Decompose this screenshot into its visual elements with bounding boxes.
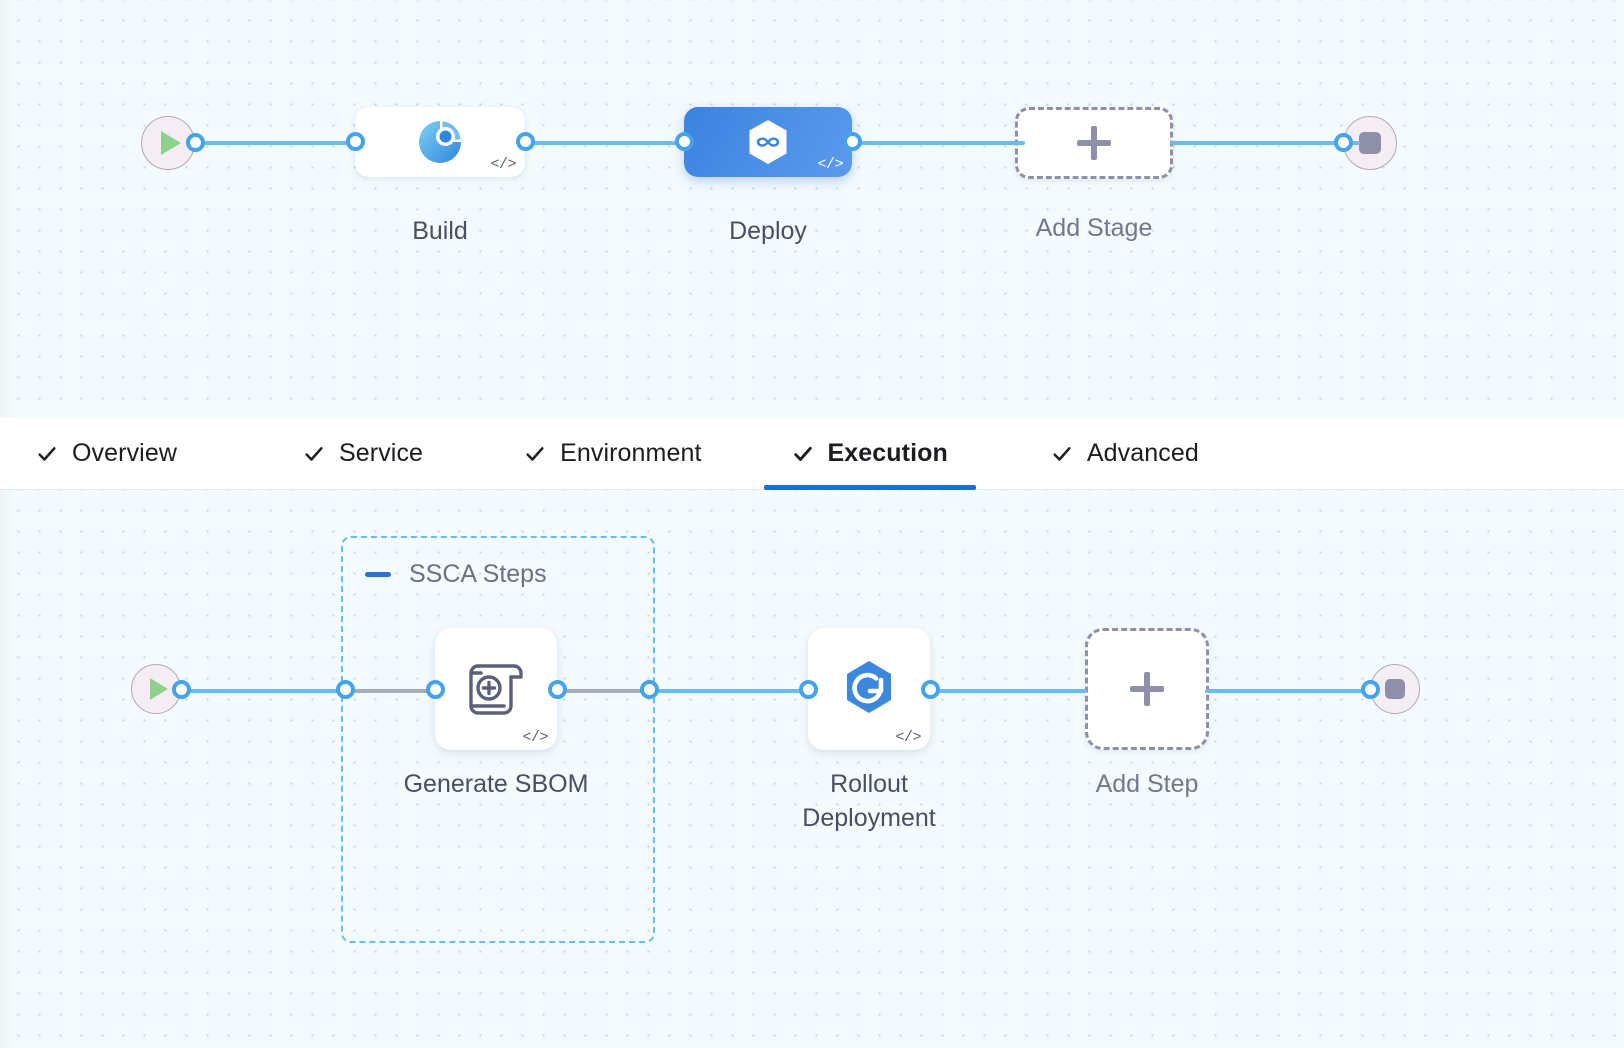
add-stage-button[interactable]: Add Stage: [1015, 107, 1173, 242]
edge-addstep-to-end: [1205, 689, 1370, 693]
execution-start-node[interactable]: [131, 664, 191, 714]
tab-execution[interactable]: Execution: [763, 418, 977, 490]
tab-label-overview: Overview: [72, 439, 177, 467]
execution-end-node[interactable]: [1361, 664, 1420, 714]
end-input-port[interactable]: [1334, 133, 1353, 152]
edge-group-to-sbom: [348, 689, 434, 693]
plus-icon: [1077, 126, 1111, 160]
stage-label-deploy: Deploy: [729, 217, 807, 245]
step-label-generate-sbom: Generate SBOM: [403, 770, 589, 798]
tab-label-execution: Execution: [827, 439, 948, 467]
rollout-hexagon-icon: [847, 661, 891, 713]
group-entry-port[interactable]: [336, 680, 355, 699]
tab-advanced[interactable]: Advanced: [1047, 418, 1203, 490]
canvas-left-shade: [0, 490, 16, 1048]
code-badge-rollout[interactable]: </>: [895, 729, 921, 746]
add-step-label: Add Step: [1095, 770, 1199, 798]
group-exit-port[interactable]: [640, 680, 659, 699]
stage-label-build: Build: [412, 217, 468, 245]
execution-start-output-port[interactable]: [172, 680, 191, 699]
rollout-output-port[interactable]: [921, 680, 940, 699]
rollout-input-port[interactable]: [799, 680, 818, 699]
start-output-port[interactable]: [186, 133, 205, 152]
edge-deploy-to-addstage: [845, 141, 1025, 145]
tab-label-service: Service: [339, 439, 424, 467]
check-icon: [305, 446, 323, 461]
sbom-scroll-plus-icon: [469, 664, 523, 715]
canvas-left-shade: [0, 0, 16, 418]
tab-environment[interactable]: Environment: [520, 418, 705, 490]
step-card-generate-sbom[interactable]: </> Generate SBOM: [404, 628, 588, 798]
edge-start-to-group: [180, 689, 345, 693]
stage-canvas[interactable]: </> Build </> Deploy Add Stage: [0, 0, 1624, 418]
tab-overview[interactable]: Overview: [32, 418, 181, 490]
tab-label-advanced: Advanced: [1086, 439, 1199, 467]
check-icon: [38, 446, 56, 461]
edge-addstage-to-end: [1170, 141, 1360, 145]
add-step-button[interactable]: Add Step: [1085, 628, 1209, 798]
stage-config-tabs[interactable]: Overview Service Environment Execution A…: [0, 418, 1624, 490]
deploy-input-port[interactable]: [675, 132, 694, 151]
edge-group-to-rollout: [650, 689, 810, 693]
harness-infinity-icon: [749, 120, 787, 164]
stage-card-build[interactable]: </> Build: [346, 107, 535, 245]
minus-icon[interactable]: [365, 572, 391, 577]
stage-start-node[interactable]: [141, 116, 205, 170]
build-input-port[interactable]: [346, 132, 365, 151]
check-icon: [526, 446, 544, 461]
check-icon: [1053, 446, 1071, 461]
build-output-port[interactable]: [516, 132, 535, 151]
edge-rollout-to-addstep: [927, 689, 1087, 693]
edge-build-to-deploy: [518, 141, 688, 145]
check-icon: [793, 446, 812, 461]
code-badge-build[interactable]: </>: [490, 156, 516, 173]
deploy-output-port[interactable]: [843, 132, 862, 151]
plus-icon: [1130, 672, 1164, 706]
step-card-rollout-deployment[interactable]: </> Rollout Deployment: [799, 628, 940, 832]
code-badge-deploy[interactable]: </>: [817, 156, 843, 173]
build-pie-icon: [419, 121, 461, 163]
sbom-output-port[interactable]: [548, 680, 567, 699]
edge-start-to-build: [190, 141, 360, 145]
stop-icon: [1343, 116, 1397, 170]
code-badge-sbom[interactable]: </>: [522, 729, 548, 746]
execution-canvas[interactable]: SSCA Steps: [0, 490, 1624, 1048]
tab-label-environment: Environment: [560, 439, 702, 467]
edge-sbom-to-groupexit: [560, 689, 648, 693]
stage-end-node[interactable]: [1334, 116, 1397, 170]
step-group-title: SSCA Steps: [409, 560, 547, 588]
tab-service[interactable]: Service: [299, 418, 427, 490]
add-stage-label: Add Stage: [1035, 214, 1153, 242]
execution-end-input-port[interactable]: [1361, 680, 1380, 699]
step-label-rollout-deployment: Rollout Deployment: [802, 770, 936, 832]
stage-card-deploy[interactable]: </> Deploy: [675, 107, 862, 245]
sbom-input-port[interactable]: [426, 680, 445, 699]
